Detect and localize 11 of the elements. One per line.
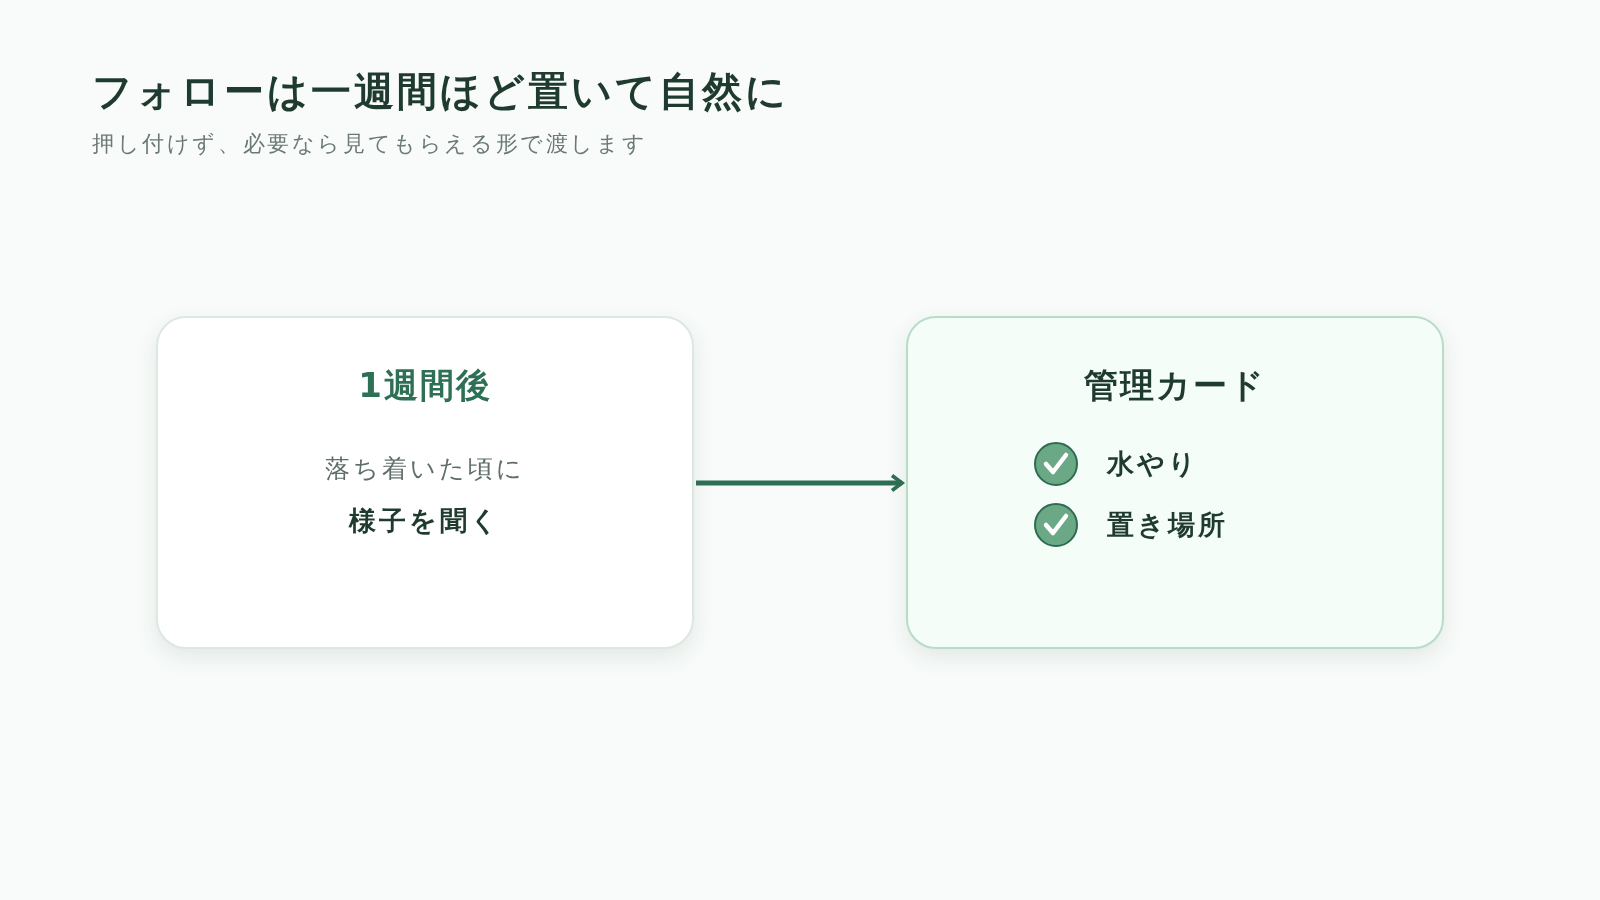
- info-card: [156, 316, 694, 649]
- arrow: [696, 473, 904, 493]
- card-text: 落ち着いた頃に: [325, 453, 525, 485]
- card-emphasis-text: 様子を聞く: [349, 504, 501, 538]
- card-heading: 管理カード: [1084, 364, 1266, 406]
- page-subtitle: 押し付けず、必要なら見てもらえる形で渡します: [92, 130, 648, 158]
- checklist-item: 置き場所: [1107, 508, 1228, 542]
- page-title: フォローは一週間ほど置いて自然に: [92, 67, 789, 116]
- checklist-card: [906, 316, 1444, 649]
- card-heading: 1週間後: [358, 364, 492, 406]
- checklist-item: 水やり: [1107, 447, 1199, 481]
